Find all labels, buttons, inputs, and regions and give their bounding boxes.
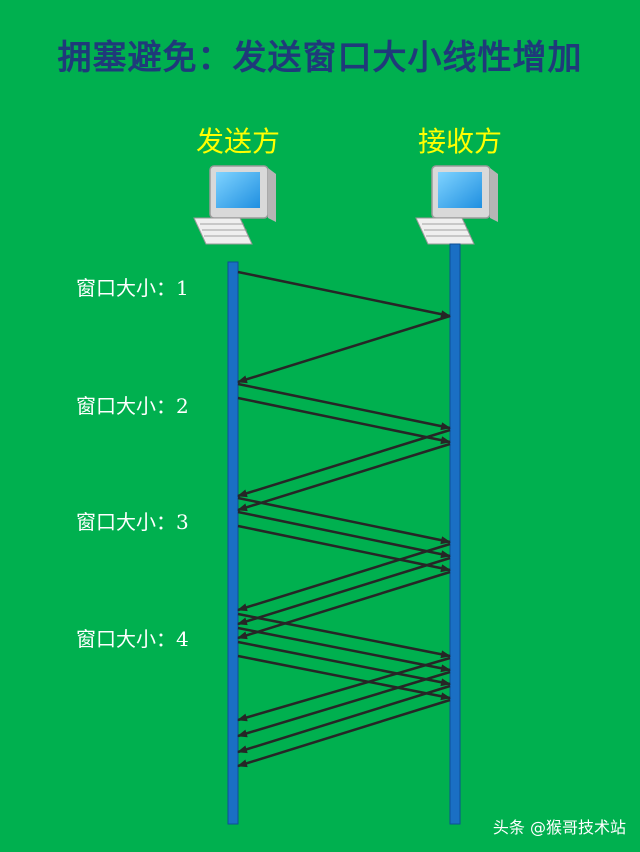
data-segment-arrow [237,510,451,559]
data-segment-arrow [237,270,451,319]
ack-arrow [237,698,451,768]
data-segment-arrow [237,496,451,545]
window-size-label-3: 窗口大小：3 [76,510,189,534]
ack-arrow [237,314,451,384]
ack-arrow [237,670,451,738]
ack-arrow [237,542,451,612]
data-segment-arrow [237,396,451,445]
ack-arrow [237,570,451,640]
receiver-label: 接收方 [418,125,503,158]
receiver-timeline [449,243,461,825]
data-segment-arrow [237,612,451,659]
window-size-label-4: 窗口大小：4 [76,627,189,651]
sender-computer-icon [193,165,276,245]
ack-arrow [237,656,451,722]
ack-arrow [237,442,451,512]
data-segment-arrow [237,382,451,431]
diagram-title: 拥塞避免：发送窗口大小线性增加 [57,38,583,78]
ack-arrow [237,428,451,498]
receiver-computer-icon [415,165,498,245]
data-segment-arrow [237,626,451,673]
sender-label: 发送方 [196,125,281,158]
watermark: 头条 @猴哥技术站 [492,818,626,837]
window-size-label-2: 窗口大小：2 [76,394,189,418]
sender-timeline [227,261,239,825]
ack-arrow [237,556,451,626]
data-segment-arrow [237,640,451,687]
ack-arrow [237,684,451,754]
data-segment-arrow [237,654,451,701]
window-size-label-1: 窗口大小：1 [76,276,189,300]
message-arrows [237,270,451,768]
data-segment-arrow [237,524,451,573]
